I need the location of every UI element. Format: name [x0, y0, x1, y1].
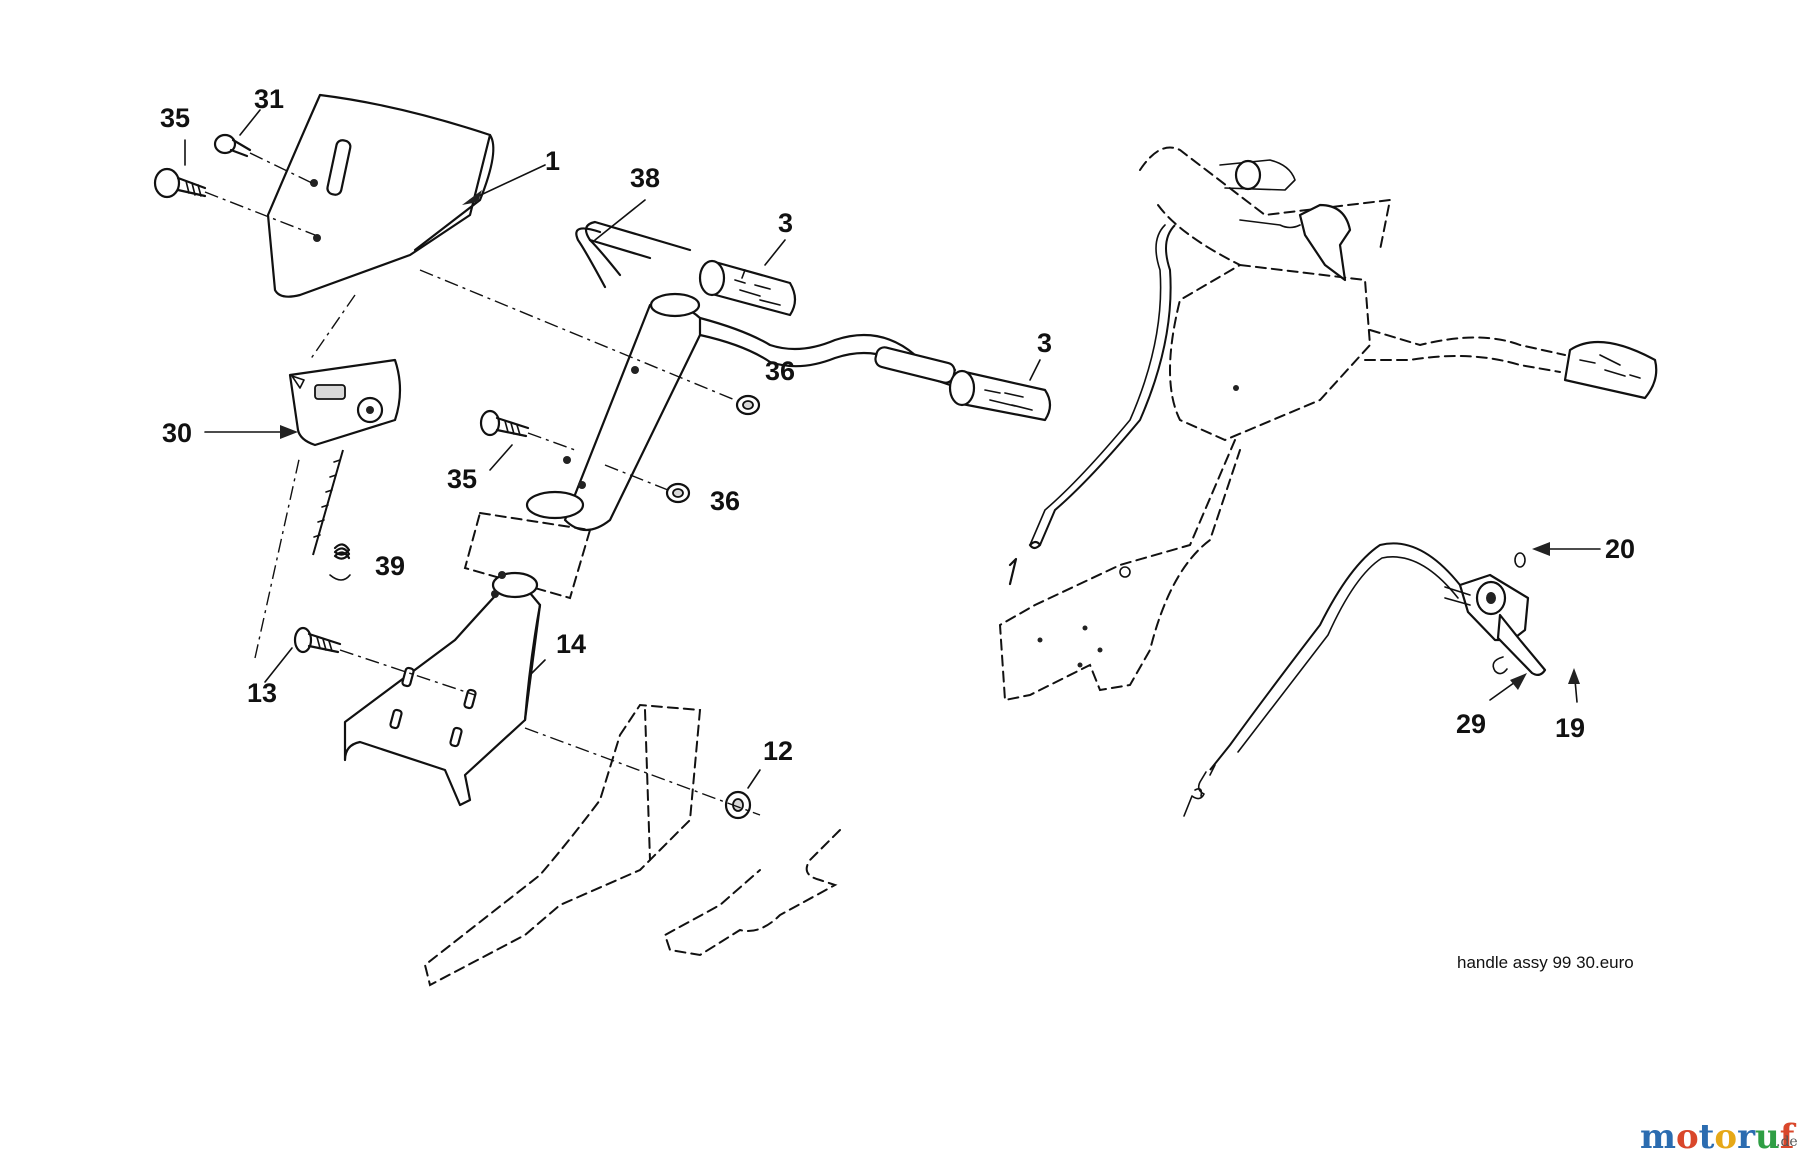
callout-13: 13 [247, 678, 277, 708]
callout-labels: 35 31 1 38 3 3 36 30 35 36 39 14 13 12 2… [160, 84, 1635, 766]
handle-panel-part [266, 93, 495, 298]
callout-38: 38 [630, 163, 660, 193]
callout-14: 14 [556, 629, 586, 659]
grip-3-upper [698, 259, 797, 317]
callout-1: 1 [545, 146, 560, 176]
handlebar-part [525, 220, 957, 532]
bolt-35-top [153, 167, 316, 236]
cable-lever-assembly [1183, 542, 1547, 817]
nut-12 [524, 727, 761, 820]
callout-36-lower: 36 [710, 486, 740, 516]
callout-36-upper: 36 [765, 356, 795, 386]
tube-cover-outline [463, 511, 592, 600]
svg-text:motoruf: motoruf [1640, 1117, 1797, 1157]
assembled-handle-view [998, 146, 1658, 702]
diagram-caption: handle assy 99 30.euro [1457, 953, 1634, 972]
bolt-35-middle [479, 409, 576, 451]
callout-3-lower: 3 [1037, 328, 1052, 358]
callout-19: 19 [1555, 713, 1585, 743]
svg-text:.de: .de [1776, 1134, 1798, 1150]
leader-13-30 [254, 454, 301, 659]
handle-base-14 [343, 571, 542, 807]
nut-36-lower [665, 482, 691, 504]
callout-31: 31 [254, 84, 284, 114]
leader-tube-nut [604, 464, 669, 491]
bolt-31 [213, 133, 313, 184]
chassis-outline [423, 703, 841, 987]
callout-39: 39 [375, 551, 405, 581]
spring-39 [329, 543, 351, 581]
callout-35-middle: 35 [447, 464, 477, 494]
callout-3-upper: 3 [778, 208, 793, 238]
nut-36-upper [735, 394, 761, 416]
bolt-13 [293, 626, 476, 696]
bracket-30 [288, 294, 402, 556]
callout-29: 29 [1456, 709, 1486, 739]
callout-leaders [184, 109, 1601, 789]
callout-35-top: 35 [160, 103, 190, 133]
callout-30: 30 [162, 418, 192, 448]
callout-12: 12 [763, 736, 793, 766]
callout-20: 20 [1605, 534, 1635, 564]
leader-panel-nut [419, 269, 736, 401]
grip-3-lower [948, 369, 1052, 422]
watermark-logo: motoruf .de [1640, 1117, 1798, 1157]
